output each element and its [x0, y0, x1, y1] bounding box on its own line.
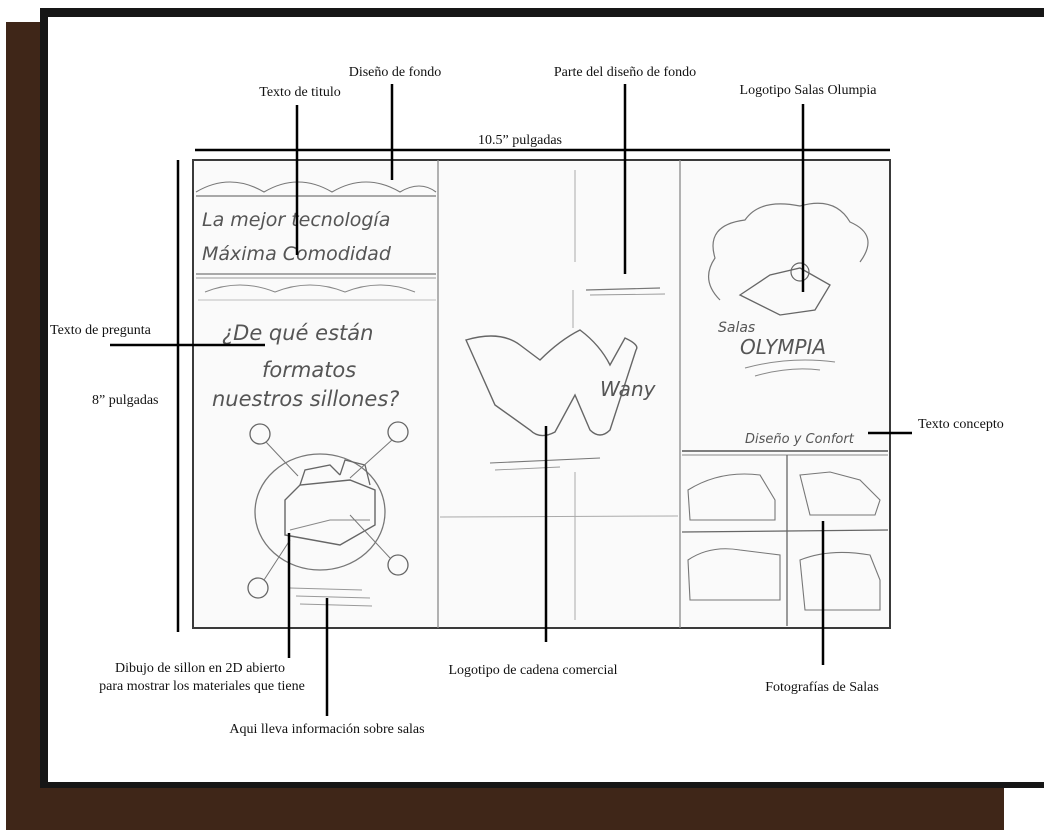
label-chain-logo: Logotipo de cadena comercial — [448, 663, 618, 678]
label-sofa-drawing-line2: para mostrar los materiales que tiene — [99, 679, 305, 694]
w-logo-sketch — [465, 329, 638, 437]
label-sofa-drawing-line1: Dibujo de sillon en 2D abierto — [115, 661, 285, 676]
label-concept-text: Texto concepto — [918, 417, 1004, 432]
callout-lines — [110, 84, 912, 716]
photo-sofa-1 — [687, 473, 776, 521]
photo-sofa-2 — [799, 471, 881, 516]
sketch-concept-word: Diseño y Confort — [745, 432, 855, 447]
cloud-logo-sketch — [708, 202, 869, 301]
background-wave-top — [195, 181, 437, 193]
label-info-salas: Aqui lleva información sobre salas — [229, 722, 425, 737]
sketch-question-line1: ¿De qué están — [222, 321, 373, 345]
sketch-olympia-word: OLYMPIA — [740, 335, 826, 359]
label-question-text: Texto de pregunta — [50, 323, 151, 338]
label-height-dimension: 8” pulgadas — [92, 393, 159, 408]
label-salas-logo: Logotipo Salas Olumpia — [739, 83, 877, 98]
sofa-sketch — [284, 479, 376, 546]
sketch-brand-word: Wany — [600, 377, 657, 401]
label-title-text: Texto de titulo — [259, 85, 341, 100]
sketch-question-line3: nuestros sillones? — [212, 387, 399, 411]
label-background-design-part: Parte del diseño de fondo — [553, 65, 697, 80]
sofa-circle — [254, 453, 386, 571]
sketch-salas-word: Salas — [718, 320, 755, 336]
label-background-design: Diseño de fondo — [348, 65, 442, 80]
photo-sofa-3 — [687, 548, 781, 601]
brochure-sketch: La mejor tecnología Máxima Comodidad ¿De… — [192, 159, 891, 629]
photo-sofa-4 — [799, 551, 881, 611]
label-width-dimension: 10.5” pulgadas — [478, 133, 562, 148]
label-salas-photos: Fotografías de Salas — [765, 680, 879, 695]
sketch-question-line2: formatos — [262, 358, 356, 382]
brochure-outline — [192, 159, 891, 629]
